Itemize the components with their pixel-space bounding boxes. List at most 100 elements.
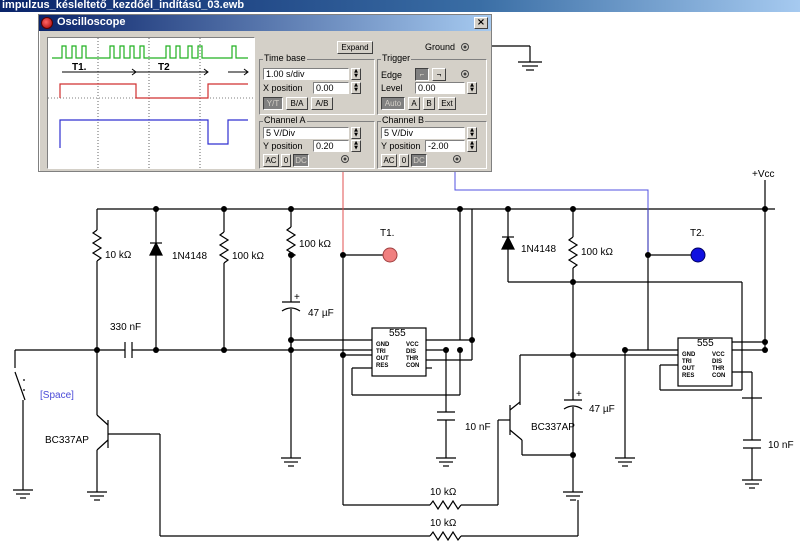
ic-pin-label: CON bbox=[406, 363, 419, 369]
trigger-level-field[interactable]: 0.00 bbox=[415, 82, 465, 94]
c-ctrl-2-label: 10 nF bbox=[768, 440, 794, 451]
rising-edge-icon[interactable]: ⌐ bbox=[415, 68, 429, 81]
c2-plus: + bbox=[576, 389, 582, 400]
ic1-555 bbox=[371, 327, 427, 377]
expand-button[interactable]: Expand bbox=[337, 41, 373, 54]
ic-pin-label: OUT bbox=[682, 366, 695, 372]
channel-b-y-position-label: Y position bbox=[381, 141, 421, 151]
ic-pin-label: RES bbox=[376, 363, 388, 369]
channel-a-dc-button[interactable]: DC bbox=[293, 154, 309, 167]
trigger-group bbox=[377, 59, 487, 115]
oscilloscope-title-bar[interactable]: Oscilloscope × bbox=[39, 15, 491, 31]
level-label: Level bbox=[381, 83, 403, 93]
channel-b-dc-button[interactable]: DC bbox=[411, 154, 427, 167]
channel-b-zero-button[interactable]: 0 bbox=[399, 154, 409, 167]
r3-label: 100 kΩ bbox=[299, 239, 331, 250]
r4-label: 100 kΩ bbox=[581, 247, 613, 258]
trace-label-t2: T2 bbox=[158, 62, 170, 73]
close-icon[interactable]: × bbox=[474, 17, 488, 29]
ic-pin-label: TRI bbox=[682, 359, 692, 365]
c-timing-1-label: 47 µF bbox=[308, 308, 334, 319]
oscilloscope-screen: T1. T2 bbox=[47, 37, 255, 169]
switch-label: [Space] bbox=[40, 390, 74, 401]
trigger-ext-button[interactable]: Ext bbox=[438, 97, 456, 110]
channel-a-scale-spinner[interactable]: ▲▼ bbox=[351, 127, 361, 139]
r2-label: 100 kΩ bbox=[232, 251, 264, 262]
window-title: impulzus_késleltető_kezdőél_indítású_03.… bbox=[2, 0, 245, 11]
r-fb-1-label: 10 kΩ bbox=[430, 487, 457, 498]
time-base-group bbox=[259, 59, 375, 115]
ic-pin-label: CON bbox=[712, 373, 725, 379]
probe-t2-label: T2. bbox=[690, 228, 704, 239]
probe-t2-indicator bbox=[690, 247, 706, 263]
oscilloscope-window[interactable]: Oscilloscope × T1. T2 Expand Ground Time… bbox=[38, 14, 492, 172]
trace-trigger bbox=[52, 45, 248, 59]
channel-b-group bbox=[377, 121, 487, 169]
c-ctrl-1-label: 10 nF bbox=[465, 422, 491, 433]
c1-plus: + bbox=[294, 292, 300, 303]
vcc-label: +Vcc bbox=[752, 169, 775, 180]
mode-ba-button[interactable]: B/A bbox=[286, 97, 308, 110]
ic-pin-label: RES bbox=[682, 373, 694, 379]
trigger-a-button[interactable]: A bbox=[408, 97, 420, 110]
mode-yt-button[interactable]: Y/T bbox=[263, 97, 283, 110]
ground-terminal[interactable] bbox=[461, 43, 469, 51]
channel-a-zero-button[interactable]: 0 bbox=[281, 154, 291, 167]
c-timing-2-label: 47 µF bbox=[589, 404, 615, 415]
x-position-field[interactable]: 0.00 bbox=[313, 82, 349, 94]
x-position-label: X position bbox=[263, 83, 303, 93]
channel-a-scale-field[interactable]: 5 V/Div bbox=[263, 127, 349, 139]
ic-pin-label: TRI bbox=[376, 349, 386, 355]
time-base-spinner[interactable]: ▲▼ bbox=[351, 68, 361, 80]
trace-label-t1: T1. bbox=[72, 62, 87, 73]
channel-b-terminal[interactable] bbox=[453, 155, 461, 163]
channel-b-ac-button[interactable]: AC bbox=[381, 154, 397, 167]
trigger-b-button[interactable]: B bbox=[423, 97, 435, 110]
q1-label: BC337AP bbox=[45, 435, 89, 446]
x-position-spinner[interactable]: ▲▼ bbox=[351, 82, 361, 94]
ground-label: Ground bbox=[425, 42, 456, 52]
ic-pin-label: OUT bbox=[376, 356, 389, 362]
ic-pin-label: VCC bbox=[712, 352, 725, 358]
trace-channel-a bbox=[59, 83, 248, 99]
channel-a-terminal[interactable] bbox=[341, 155, 349, 163]
mode-ab-button[interactable]: A/B bbox=[311, 97, 333, 110]
trigger-level-spinner[interactable]: ▲▼ bbox=[467, 82, 477, 94]
ic2-name: 555 bbox=[697, 338, 714, 349]
d1-label: 1N4148 bbox=[172, 251, 207, 262]
trace-channel-b bbox=[59, 119, 248, 148]
ic1-name: 555 bbox=[389, 328, 406, 339]
c-in-label: 330 nF bbox=[110, 322, 141, 333]
ic-pin-label: DIS bbox=[712, 359, 722, 365]
channel-a-y-position-field[interactable]: 0.20 bbox=[313, 140, 349, 152]
channel-b-y-position-field[interactable]: -2.00 bbox=[425, 140, 465, 152]
ic-pin-label: THR bbox=[712, 366, 725, 372]
oscilloscope-title: Oscilloscope bbox=[57, 16, 126, 28]
edge-label: Edge bbox=[381, 70, 403, 80]
trigger-auto-button[interactable]: Auto bbox=[381, 97, 405, 110]
channel-a-y-position-spinner[interactable]: ▲▼ bbox=[351, 140, 361, 152]
ic-pin-label: THR bbox=[406, 356, 419, 362]
trigger-title: Trigger bbox=[381, 53, 412, 63]
falling-edge-icon[interactable]: ¬ bbox=[432, 68, 446, 81]
window-title-bar: impulzus_késleltető_kezdőél_indítású_03.… bbox=[0, 0, 800, 12]
time-base-field[interactable]: 1.00 s/div bbox=[263, 68, 349, 80]
q2-label: BC337AP bbox=[531, 422, 575, 433]
r1-label: 10 kΩ bbox=[105, 250, 132, 261]
channel-a-ac-button[interactable]: AC bbox=[263, 154, 279, 167]
probe-t1-label: T1. bbox=[380, 228, 394, 239]
channel-b-scale-spinner[interactable]: ▲▼ bbox=[467, 127, 477, 139]
channel-b-scale-field[interactable]: 5 V/Div bbox=[381, 127, 465, 139]
ic-pin-label: VCC bbox=[406, 342, 419, 348]
ic-pin-label: DIS bbox=[406, 349, 416, 355]
ic-pin-label: GND bbox=[376, 342, 390, 348]
channel-a-y-position-label: Y position bbox=[263, 141, 303, 151]
ic-pin-label: GND bbox=[682, 352, 696, 358]
d2-label: 1N4148 bbox=[521, 244, 556, 255]
trigger-terminal[interactable] bbox=[461, 70, 469, 78]
channel-b-y-position-spinner[interactable]: ▲▼ bbox=[467, 140, 477, 152]
channel-a-group bbox=[259, 121, 375, 169]
time-base-title: Time base bbox=[263, 53, 307, 63]
channel-a-title: Channel A bbox=[263, 115, 307, 125]
